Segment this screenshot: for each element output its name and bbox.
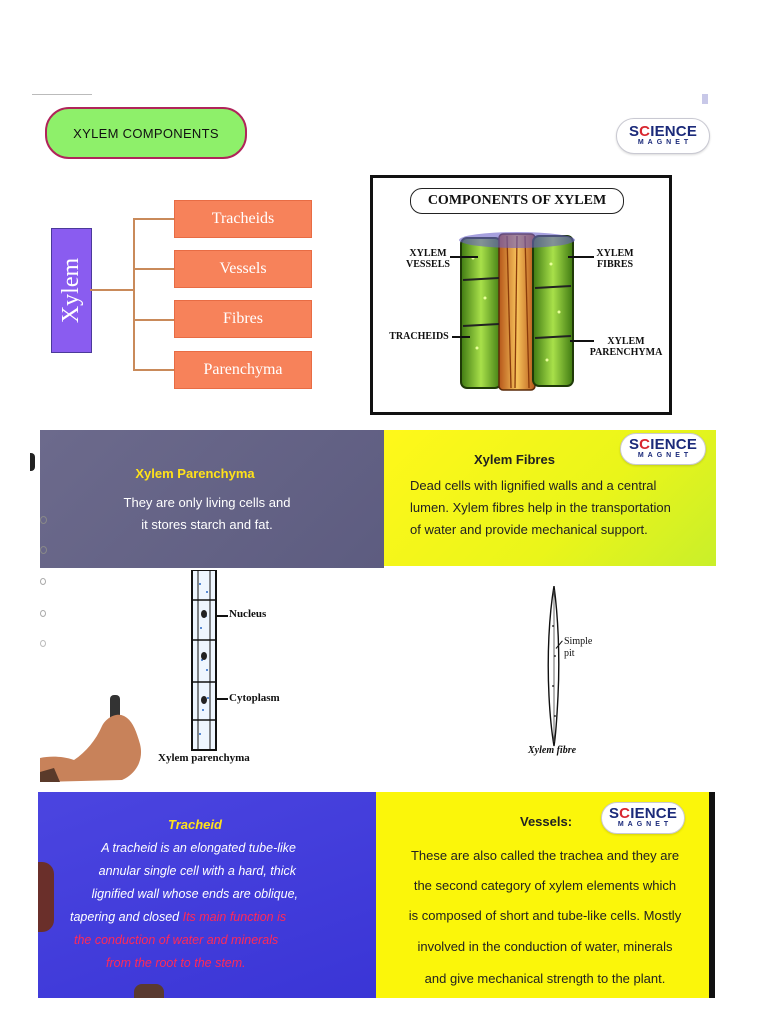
- tracheid-text-line: from the root to the stem.: [106, 956, 246, 970]
- corner-mark: [702, 94, 708, 104]
- parenchyma-heading: Xylem Parenchyma: [135, 466, 255, 481]
- page-title: XYLEM COMPONENTS: [45, 107, 247, 159]
- caption-xylem-parenchyma: Xylem parenchyma: [158, 752, 250, 764]
- tracheid-text-line: tapering and closed Its main function is: [70, 910, 287, 924]
- presenter-hand: [40, 695, 142, 782]
- tree-connector: [133, 218, 174, 220]
- presenter-edge: [38, 862, 54, 932]
- logo-subtitle: MAGNET: [637, 139, 693, 146]
- edge-mark: [40, 546, 47, 554]
- vessels-heading: Vessels:: [520, 814, 573, 829]
- edge-mark: [40, 640, 46, 647]
- pointer-line: [452, 336, 470, 338]
- branch-parenchyma: Parenchyma: [174, 351, 312, 389]
- caption-xylem-fibre: Xylem fibre: [528, 745, 577, 756]
- vessels-text-line: These are also called the trachea and th…: [410, 848, 680, 863]
- fibres-text-line: of water and provide mechanical support.: [410, 522, 648, 537]
- branch-tracheids: Tracheids: [174, 200, 312, 238]
- label-cytoplasm: Cytoplasm: [229, 692, 280, 704]
- presenter-finger: [134, 984, 164, 998]
- pointer-line: [450, 256, 478, 258]
- vessels-text-line: the second category of xylem elements wh…: [413, 878, 677, 893]
- xylem-parenchyma-figure: [191, 570, 217, 751]
- fibres-text-line: Dead cells with lignified walls and a ce…: [410, 478, 657, 493]
- tracheid-panel: Tracheid A tracheid is an elongated tube…: [38, 792, 376, 998]
- tracheid-text-line: annular single cell with a hard, thick: [98, 864, 296, 878]
- diagram-title: COMPONENTS OF XYLEM: [410, 188, 624, 214]
- xylem-fibre-figure: [547, 586, 560, 747]
- label-xylem-parenchyma: XYLEM PARENCHYMA: [589, 336, 663, 358]
- tree-connector: [133, 218, 135, 370]
- fibres-heading: Xylem Fibres: [474, 452, 555, 467]
- pointer-line: [216, 698, 228, 700]
- edge-mark: [40, 610, 46, 617]
- parenchyma-text-line: They are only living cells and: [123, 495, 291, 510]
- science-magnet-logo: SCIENCE MAGNET: [601, 802, 685, 834]
- tree-connector: [133, 268, 174, 270]
- tree-connector: [90, 289, 134, 291]
- xylem-parenchyma-panel: Xylem Parenchyma They are only living ce…: [40, 430, 384, 568]
- science-magnet-logo: SCIENCE MAGNET: [620, 433, 706, 465]
- top-rule: [32, 94, 92, 95]
- panel-right-shadow: [709, 792, 715, 998]
- vessels-panel: Vessels: These are also called the trach…: [376, 792, 714, 998]
- edge-mark: [40, 578, 46, 585]
- science-magnet-logo: SCIENCE MAGNET: [616, 118, 710, 154]
- label-xylem-vessels: XYLEM VESSELS: [406, 248, 450, 270]
- branch-fibres: Fibres: [174, 300, 312, 338]
- xylem-fibres-panel: Xylem Fibres Dead cells with lignified w…: [384, 430, 716, 566]
- fibres-text-line: lumen. Xylem fibres help in the transpor…: [410, 500, 671, 515]
- edge-mark: [30, 453, 35, 471]
- page-title-text: XYLEM COMPONENTS: [73, 125, 219, 141]
- pointer-line: [216, 615, 228, 617]
- label-simple-pit: Simple pit: [564, 636, 593, 659]
- branch-vessels: Vessels: [174, 250, 312, 288]
- xylem-illustration: [459, 232, 575, 391]
- label-tracheids: TRACHEIDS: [389, 331, 449, 342]
- pointer-line: [568, 256, 594, 258]
- vessels-text-line: is composed of short and tube-like cells…: [408, 908, 682, 923]
- tracheid-text-line: A tracheid is an elongated tube-like: [101, 841, 296, 855]
- vessels-text-line: involved in the conduction of water, min…: [417, 939, 673, 954]
- tracheid-heading: Tracheid: [168, 817, 222, 832]
- xylem-root-box: Xylem: [51, 228, 92, 353]
- label-xylem-fibres: XYLEM FIBRES: [596, 248, 634, 270]
- logo-wordmark: SCIENCE: [628, 123, 698, 140]
- parenchyma-text-line: it stores starch and fat.: [141, 517, 273, 532]
- vessels-text-line: and give mechanical strength to the plan…: [424, 971, 666, 986]
- edge-mark: [40, 516, 47, 524]
- xylem-root-label: Xylem: [58, 257, 85, 324]
- pointer-line: [570, 340, 594, 342]
- label-nucleus: Nucleus: [229, 608, 267, 620]
- tracheid-text-line: lignified wall whose ends are oblique,: [91, 887, 298, 901]
- tree-connector: [133, 369, 174, 371]
- tree-connector: [133, 319, 174, 321]
- tracheid-text-line: the conduction of water and minerals: [74, 933, 279, 947]
